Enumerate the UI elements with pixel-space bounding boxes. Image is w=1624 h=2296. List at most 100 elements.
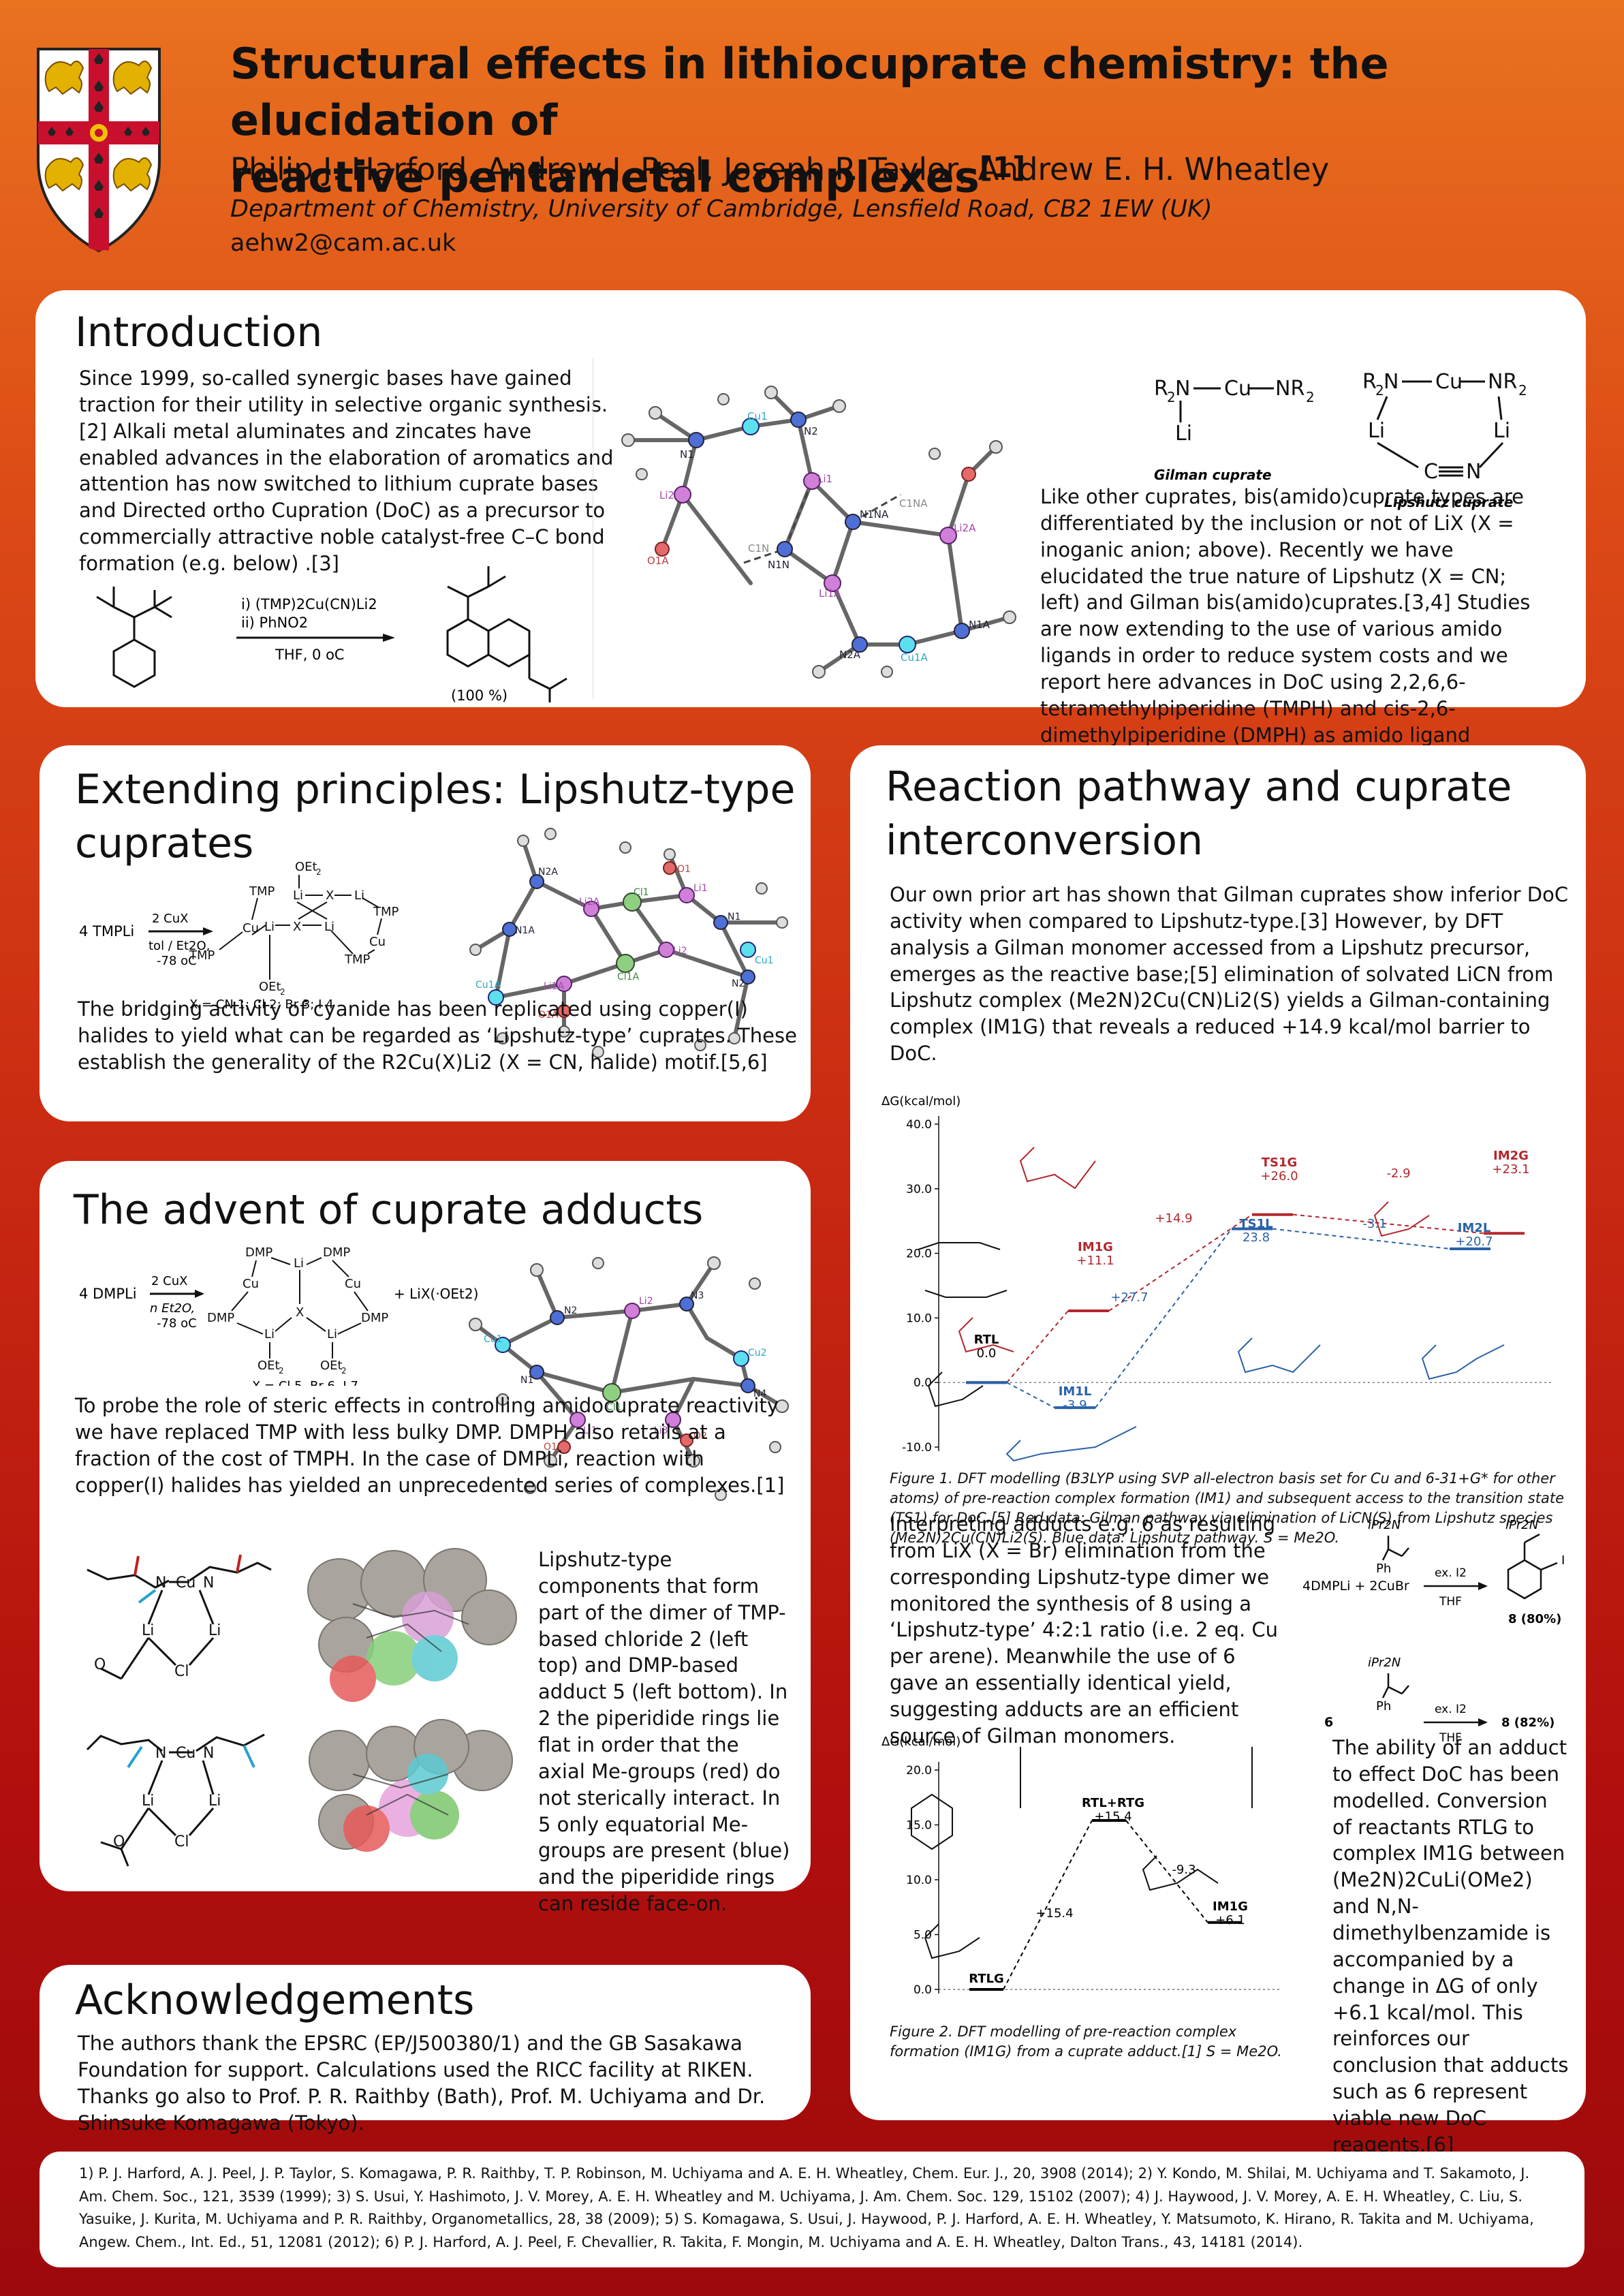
svg-text:Cl1A: Cl1A [617,972,640,982]
pathway-connector [1003,1820,1093,1990]
svg-text:N: N [1466,460,1481,484]
title-ref: [1] [979,151,1026,185]
svg-text:Cu1A: Cu1A [475,980,501,991]
svg-text:N1: N1 [520,1375,533,1386]
svg-text:DMP: DMP [323,1245,350,1260]
svg-text:X: X [293,920,301,934]
point-name-label: RTL+RTG [1082,1796,1144,1810]
svg-text:Cu1: Cu1 [747,410,768,422]
scheme-yield: (100 %) [451,687,507,704]
ack-text: The authors thank the EPSRC (EP/J500380/… [78,2032,766,2135]
svg-text:Cl1: Cl1 [606,1402,622,1413]
svg-text:Cu: Cu [1224,377,1251,401]
scheme-ipr-a: iPr2N [1368,1518,1401,1532]
scheme-b-start: 6 [1324,1715,1333,1730]
point-name-label: IM1G [1213,1899,1248,1914]
references-text: 1) P. J. Harford, A. J. Peel, J. P. Tayl… [79,2165,1534,2250]
adducts-scheme-byproduct: + LiX(·OEt2) [394,1286,478,1302]
svg-text:N2: N2 [732,978,745,989]
point-name-label: IM1G [1078,1240,1113,1254]
adducts-heading: The advent of cuprate adducts [74,1186,704,1234]
point-name-label: IM2L [1458,1221,1491,1235]
svg-text:Li: Li [293,888,303,903]
svg-text:Li1A: Li1A [819,587,841,600]
introduction-panel: Introduction Since 1999, so-called syner… [35,290,1586,773]
adducts-panel: The advent of cuprate adducts 4 DMPLi 2 … [40,1161,811,1915]
fig2-caption: Figure 2. DFT modelling of pre-reaction … [890,2023,1282,2060]
poster-title: Structural effects in lithiocuprate chem… [230,35,1593,206]
intro-text: Since 1999, so-called synergic bases hav… [79,367,614,576]
svg-text:TMP: TMP [189,948,215,963]
svg-text:Li: Li [264,920,275,934]
dft-energy-profile-2: ΔG(kcal/mol) 20.015.010.05.00.0 RTLGRTL+… [881,1735,1279,1997]
svg-text:Cu1A: Cu1A [901,651,928,664]
lipshutz-type-scheme: 4 TMPLi 2 CuX tol / Et2O, -78 oC OEt2 Li… [79,860,399,1011]
svg-text:Li: Li [1368,419,1385,443]
scheme-reagent-2: ii) PhNO2 [241,615,308,631]
svg-text:O1A: O1A [647,555,669,567]
svg-text:N1: N1 [680,448,694,461]
pathway-connector [1006,1310,1069,1383]
scheme-a-product: 8 (80%) [1508,1612,1561,1626]
dft-energy-profile-1: ΔG(kcal/mol) 40.030.020.010.00.0-10.0 RT… [881,1094,1552,1462]
pathway-connector [1272,1228,1450,1250]
chart2-ylabel: ΔG(kcal/mol) [881,1735,961,1749]
svg-text:Li: Li [208,1793,221,1810]
svg-text:TMP: TMP [249,884,275,899]
svg-text:N2A: N2A [538,867,558,878]
svg-text:Li: Li [208,1622,221,1639]
svg-text:DMP: DMP [245,1245,272,1260]
pathway-heading: Reaction pathway and cuprate interconver… [886,760,1512,868]
pathway-heading-line1: Reaction pathway and cuprate [886,763,1512,811]
svg-text:Cl1: Cl1 [634,887,649,898]
point-name-label: TS1L [1239,1217,1272,1231]
point-value-label: +23.1 [1492,1162,1529,1177]
pathway-connector [1292,1213,1484,1235]
svg-text:2: 2 [1375,382,1384,399]
svg-text:R: R [1154,377,1168,401]
scheme-b-arrow-top: ex. I2 [1435,1703,1467,1716]
lipshutz-heading-line2: cuprates [75,820,254,868]
svg-text:TMP: TMP [344,952,371,967]
step-label: +27.7 [1110,1290,1148,1305]
adducts-side-text: Lipshutz-type components that form part … [538,1548,790,1916]
chart1-ylabel: ΔG(kcal/mol) [881,1094,961,1108]
svg-text:N: N [155,1574,166,1592]
references-panel: 1) P. J. Harford, A. J. Peel, J. P. Tayl… [40,2152,1584,2267]
svg-text:Li: Li [354,888,364,903]
step-label: -3.1 [1362,1217,1386,1231]
svg-text:O2: O2 [693,1431,707,1442]
scheme-reagent: 2 CuX [152,912,188,926]
lipshutz-type-panel: Extending principles: Lipshutz-type cupr… [40,745,811,1121]
point-value-label: +6.1 [1215,1913,1245,1927]
fig1-caption: Figure 1. DFT modelling (B3LYP using SVP… [890,1470,1564,1546]
svg-text:Li2A: Li2A [579,897,600,907]
lipshutz-label: Lipshutz cuprate [1384,494,1513,510]
svg-text:N1N: N1N [768,559,790,571]
pathway-heading-line2: interconversion [886,817,1203,865]
svg-text:Li1: Li1 [693,883,708,894]
svg-text:C: C [1424,460,1438,484]
scheme-b-product: 8 (82%) [1501,1716,1555,1730]
svg-text:O: O [94,1656,106,1673]
svg-text:NR: NR [1275,377,1305,401]
adducts-scheme-solvent: n Et2O, [150,1301,195,1316]
scheme-ph-b: Ph [1376,1699,1391,1713]
y-tick-label: 0.0 [914,1376,932,1390]
svg-text:Li: Li [1493,419,1510,443]
svg-text:N: N [1384,370,1399,394]
svg-text:O: O [113,1833,125,1850]
point-name-label: RTLG [969,1972,1004,1986]
svg-text:TMP: TMP [373,905,399,919]
svg-text:X: X [296,1305,304,1320]
point-value-label: +11.1 [1076,1254,1114,1268]
y-tick-label: 10.0 [906,1312,932,1325]
svg-text:N1: N1 [728,912,740,922]
svg-text:OEt: OEt [320,1359,343,1373]
svg-text:Li: Li [327,1327,337,1341]
svg-text:OEt: OEt [295,860,317,874]
gilman-label: Gilman cuprate [1154,467,1272,483]
